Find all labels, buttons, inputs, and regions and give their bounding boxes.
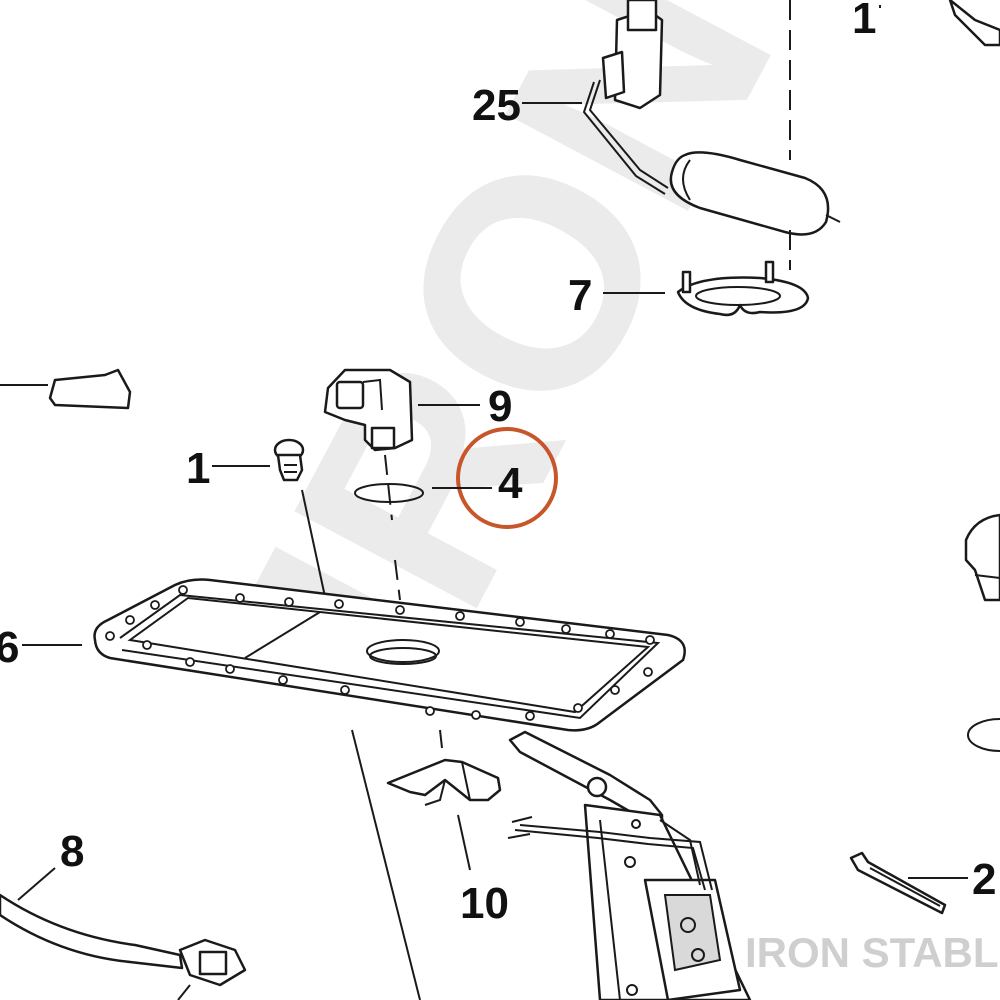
plate-bolt-holes <box>105 585 655 721</box>
electrical-connector <box>323 368 414 452</box>
clip <box>386 758 502 806</box>
screw <box>273 438 305 482</box>
clip-part <box>0 368 132 410</box>
callout-8: 8 <box>60 827 84 876</box>
right-edge-parts <box>964 513 1000 752</box>
callout-25: 25 <box>472 81 521 130</box>
top-right-part-edge <box>948 0 1000 47</box>
callouts: 1 25 7 9 1 4 6 8 10 2 <box>0 0 996 928</box>
leader-lines <box>17 5 968 901</box>
callout-6: 6 <box>0 623 19 672</box>
callout-2: 2 <box>972 855 996 904</box>
callout-1-mid: 1 <box>186 444 210 493</box>
pump-bracket <box>439 729 752 1000</box>
mounting-plate <box>93 578 686 732</box>
wire-harness <box>0 893 247 1000</box>
callout-9: 9 <box>488 382 512 431</box>
callout-4: 4 <box>498 459 523 508</box>
brand-watermark: IRON STABLE <box>745 929 1000 976</box>
callout-10: 10 <box>460 879 509 928</box>
cable-tie <box>849 851 947 915</box>
fuel-level-sender <box>582 0 841 236</box>
gasket-ring <box>676 260 810 317</box>
o-ring <box>354 483 424 503</box>
callout-7: 7 <box>568 271 592 320</box>
callout-1-top: 1 <box>852 0 876 43</box>
highlight-circle <box>456 427 558 529</box>
